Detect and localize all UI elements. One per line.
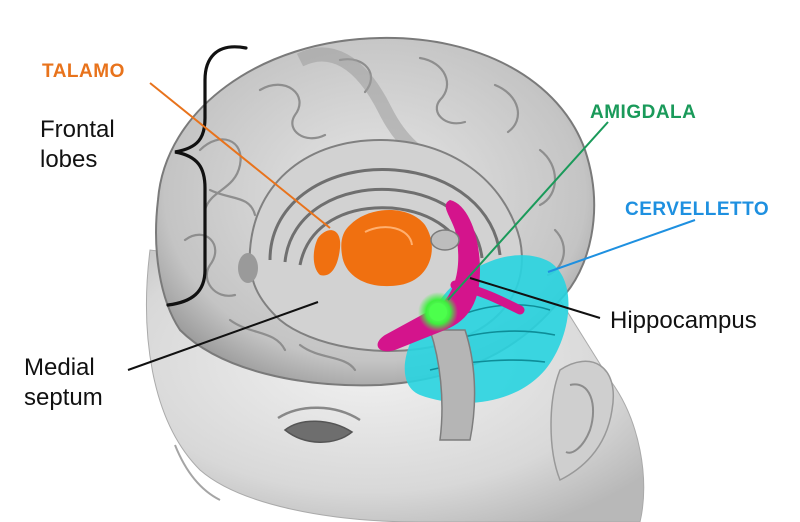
frontal-lobes-brace (166, 45, 248, 307)
eye (283, 420, 354, 443)
cervelletto-label: CERVELLETTO (625, 199, 770, 220)
talamo-leader (149, 82, 331, 229)
amigdala-label: AMIGDALA (590, 102, 697, 123)
cervelletto-leader (547, 219, 696, 273)
hippocampus-label: Hippocampus (610, 307, 757, 334)
talamo-label: TALAMO (42, 61, 125, 82)
ear (550, 360, 615, 482)
thalamus-region (341, 210, 432, 287)
frontal-lobes-label-line2: lobes (40, 146, 98, 173)
amigdala-leader (447, 121, 609, 301)
frontal-lobes-label-line1: Frontal (40, 116, 115, 143)
medial-septum-leader (127, 301, 319, 371)
medial-septum-label-line2: septum (24, 384, 103, 411)
medial-septum-label-line1: Medial (24, 354, 95, 381)
hippocampus-leader (469, 277, 601, 319)
